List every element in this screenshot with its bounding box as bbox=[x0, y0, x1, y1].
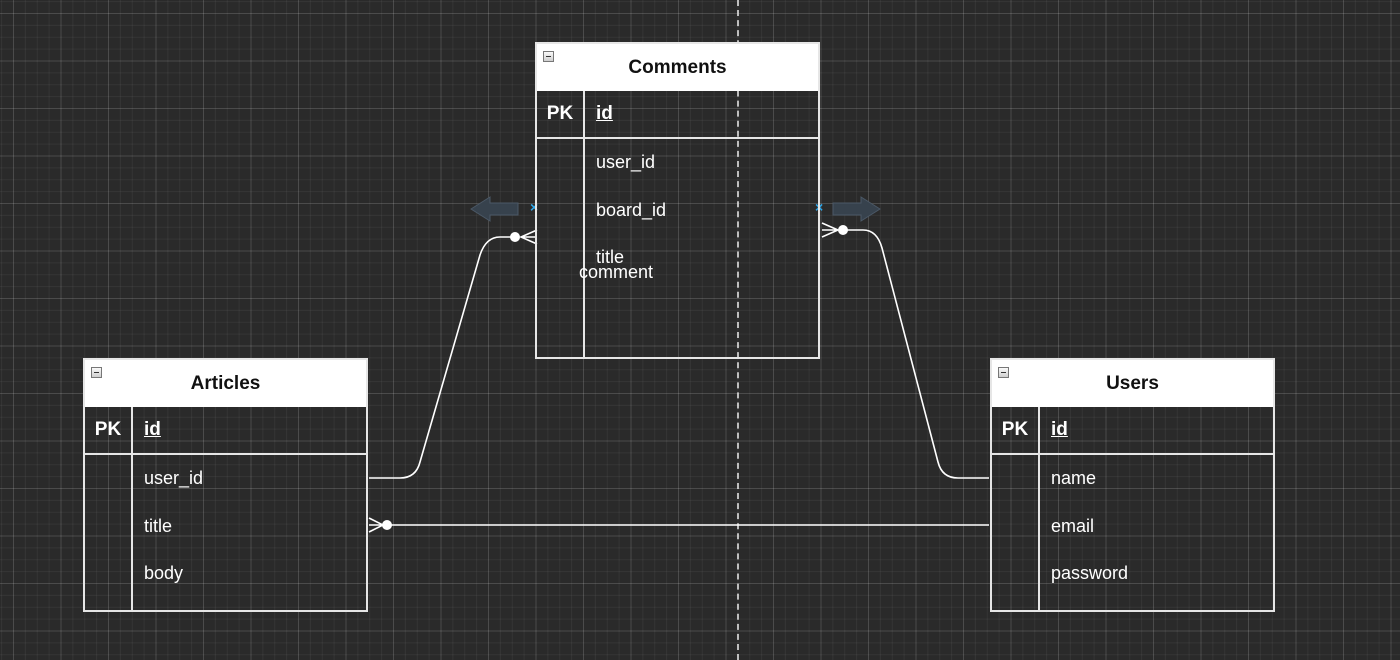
connector-users-comments-crowfoot bbox=[821, 222, 840, 238]
field-email[interactable]: email bbox=[1051, 515, 1095, 536]
connector-users-articles-crowfoot bbox=[368, 517, 385, 533]
entity-comments-title: Comments bbox=[628, 56, 727, 78]
field-user-id[interactable]: user_id bbox=[144, 468, 204, 489]
collapse-icon[interactable] bbox=[91, 367, 102, 378]
field-title[interactable]: title bbox=[144, 515, 173, 536]
connector-users-comments[interactable] bbox=[843, 229, 989, 479]
pk-label: PK bbox=[85, 407, 133, 453]
entity-users-title: Users bbox=[1106, 372, 1159, 394]
entity-users-header[interactable]: Users bbox=[992, 360, 1273, 407]
pk-field-id: id bbox=[596, 103, 613, 124]
right-arrow-handle-icon[interactable] bbox=[832, 196, 881, 222]
collapse-icon[interactable] bbox=[998, 367, 1009, 378]
field-title[interactable]: title bbox=[596, 247, 625, 268]
pk-field-id: id bbox=[1051, 419, 1068, 440]
entity-users[interactable]: Users PK id name email password bbox=[990, 358, 1275, 612]
pk-label: PK bbox=[992, 407, 1040, 453]
entity-comments-header[interactable]: Comments bbox=[537, 44, 818, 91]
entity-articles-header[interactable]: Articles bbox=[85, 360, 366, 407]
connector-users-comments-zero-mark bbox=[838, 225, 848, 235]
connector-articles-comments-crowfoot bbox=[519, 229, 538, 245]
field-board-id[interactable]: board_id bbox=[596, 199, 667, 220]
entity-comments-gutter bbox=[537, 139, 585, 357]
field-body[interactable]: body bbox=[144, 563, 184, 584]
connector-articles-comments[interactable] bbox=[369, 236, 514, 479]
entity-users-gutter bbox=[992, 455, 1040, 610]
pk-field-id: id bbox=[144, 419, 161, 440]
field-name[interactable]: name bbox=[1051, 468, 1097, 489]
center-guide-line bbox=[737, 0, 739, 660]
entity-users-pk-row[interactable]: PK id bbox=[992, 407, 1273, 455]
left-arrow-handle-icon[interactable] bbox=[470, 196, 519, 222]
entity-articles-title: Articles bbox=[190, 372, 261, 394]
collapse-icon[interactable] bbox=[543, 51, 554, 62]
pk-label: PK bbox=[537, 91, 585, 137]
entity-articles[interactable]: Articles PK id user_id title body bbox=[83, 358, 368, 612]
connector-articles-comments-zero-mark bbox=[510, 232, 520, 242]
entity-articles-pk-row[interactable]: PK id bbox=[85, 407, 366, 455]
field-user-id[interactable]: user_id bbox=[596, 152, 656, 173]
entity-articles-gutter bbox=[85, 455, 133, 610]
connector-users-articles-zero-mark bbox=[382, 520, 392, 530]
entity-comments[interactable]: Comments PK id user_id board_id title bbox=[535, 42, 820, 359]
left-connection-point-icon[interactable]: × bbox=[530, 199, 539, 215]
entity-comments-pk-row[interactable]: PK id bbox=[537, 91, 818, 139]
overlapping-field-comment[interactable]: comment bbox=[579, 262, 654, 282]
field-password[interactable]: password bbox=[1051, 563, 1129, 584]
